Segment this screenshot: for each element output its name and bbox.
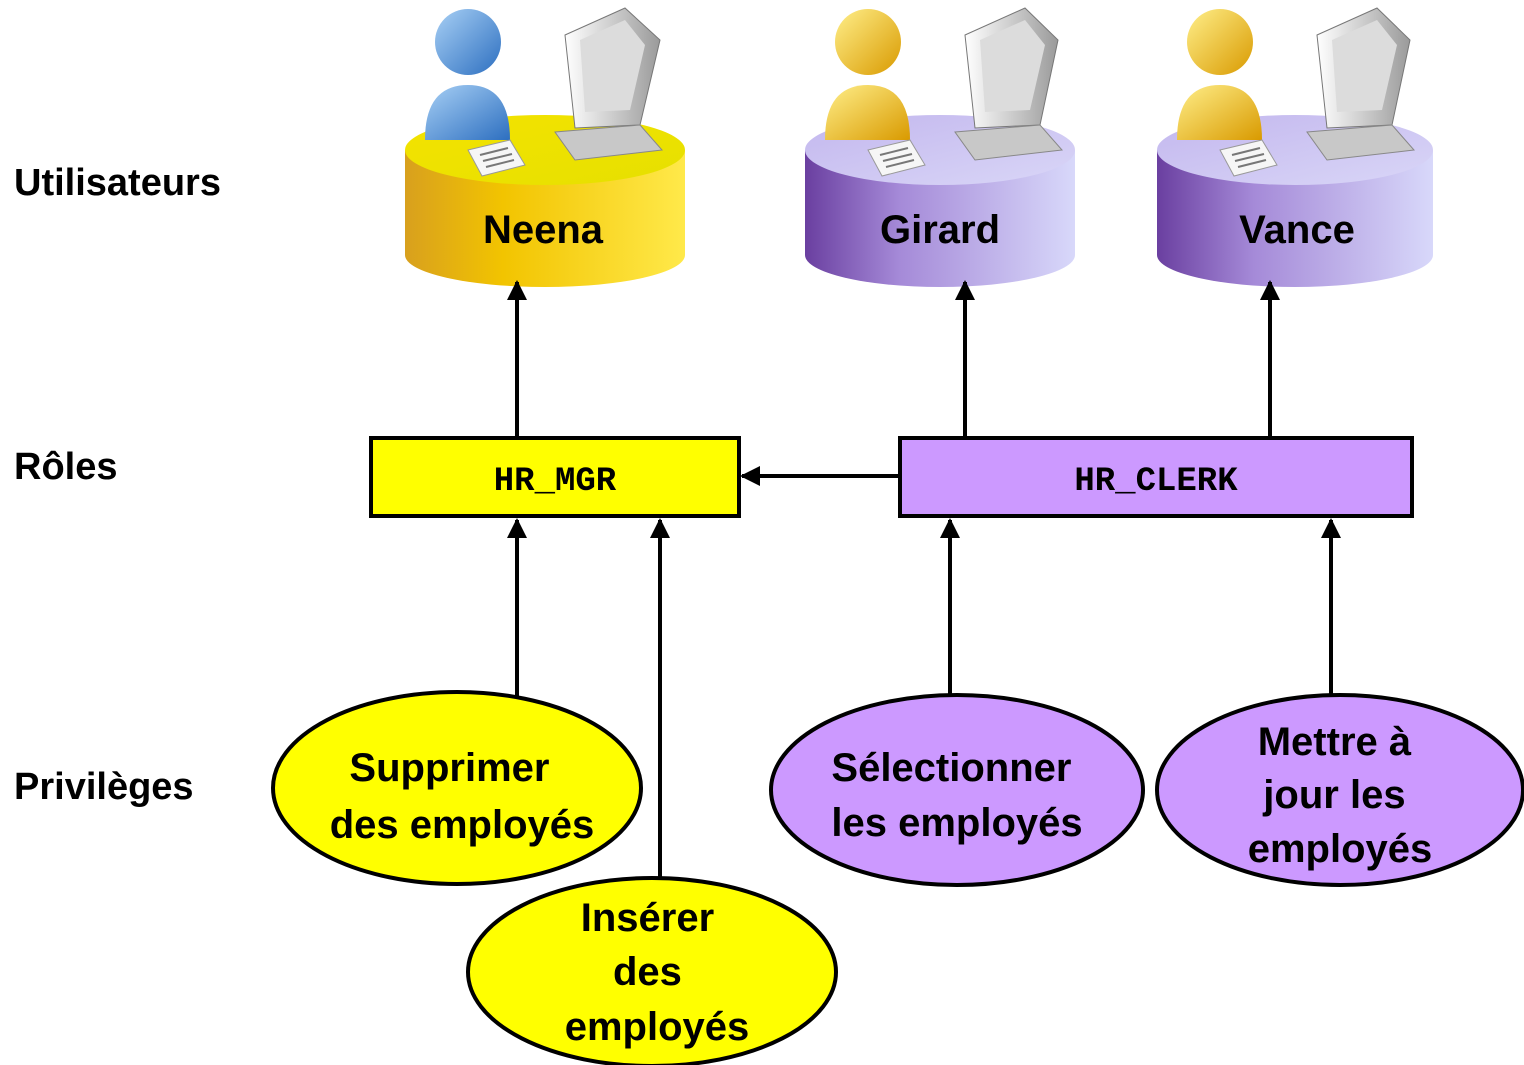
- person-icon: [825, 9, 910, 140]
- privilege-line: Mettre à: [1258, 720, 1412, 764]
- user-neena: Neena: [405, 7, 685, 287]
- svg-text:Supprimer des employés: Supprimer des employés: [330, 746, 595, 847]
- privilege-line: des employés: [330, 803, 595, 847]
- user-vance: Vance: [1157, 7, 1433, 287]
- user-girard: Girard: [805, 7, 1075, 287]
- role-hr-mgr: HR_MGR: [369, 436, 741, 518]
- privilege-line: des: [613, 950, 682, 994]
- user-name-girard: Girard: [880, 208, 1000, 252]
- role-label-hr-mgr: HR_MGR: [494, 463, 617, 501]
- privilege-inserer: Insérer des employés: [466, 876, 838, 1065]
- privilege-line: les employés: [831, 801, 1082, 845]
- row-label-privileges: Privilèges: [14, 766, 194, 808]
- computer-icon: [954, 7, 1064, 161]
- svg-text:Insérer des employ: Insérer des employés: [565, 896, 750, 1049]
- role-hr-clerk: HR_CLERK: [898, 436, 1414, 518]
- privilege-line: Sélectionner: [831, 746, 1071, 790]
- svg-text:Sélectionner les employé: Sélectionner les employés: [831, 746, 1082, 845]
- privilege-selectionner: Sélectionner les employés: [769, 693, 1145, 887]
- document-icon: [867, 139, 926, 177]
- document-icon: [1219, 139, 1278, 177]
- privilege-line: Insérer: [581, 896, 714, 940]
- document-icon: [467, 139, 526, 177]
- computer-icon: [554, 7, 664, 161]
- role-label-hr-clerk: HR_CLERK: [1074, 463, 1238, 501]
- connector-arrows: [507, 280, 1341, 884]
- row-label-roles: Rôles: [14, 446, 118, 488]
- privilege-mettre-a-jour: Mettre à jour les employés: [1155, 693, 1524, 887]
- row-label-users: Utilisateurs: [14, 162, 221, 204]
- privilege-line: employés: [565, 1005, 750, 1049]
- computer-icon: [1306, 7, 1416, 161]
- privilege-line: employés: [1248, 827, 1433, 871]
- user-name-neena: Neena: [483, 208, 604, 252]
- person-icon: [1177, 9, 1262, 140]
- svg-text:Mettre à jour les: Mettre à jour les employés: [1248, 720, 1433, 871]
- user-name-vance: Vance: [1239, 208, 1355, 252]
- privilege-line: jour les: [1262, 773, 1405, 817]
- privilege-supprimer: Supprimer des employés: [271, 690, 643, 886]
- privilege-line: Supprimer: [349, 746, 549, 790]
- person-icon: [425, 9, 510, 140]
